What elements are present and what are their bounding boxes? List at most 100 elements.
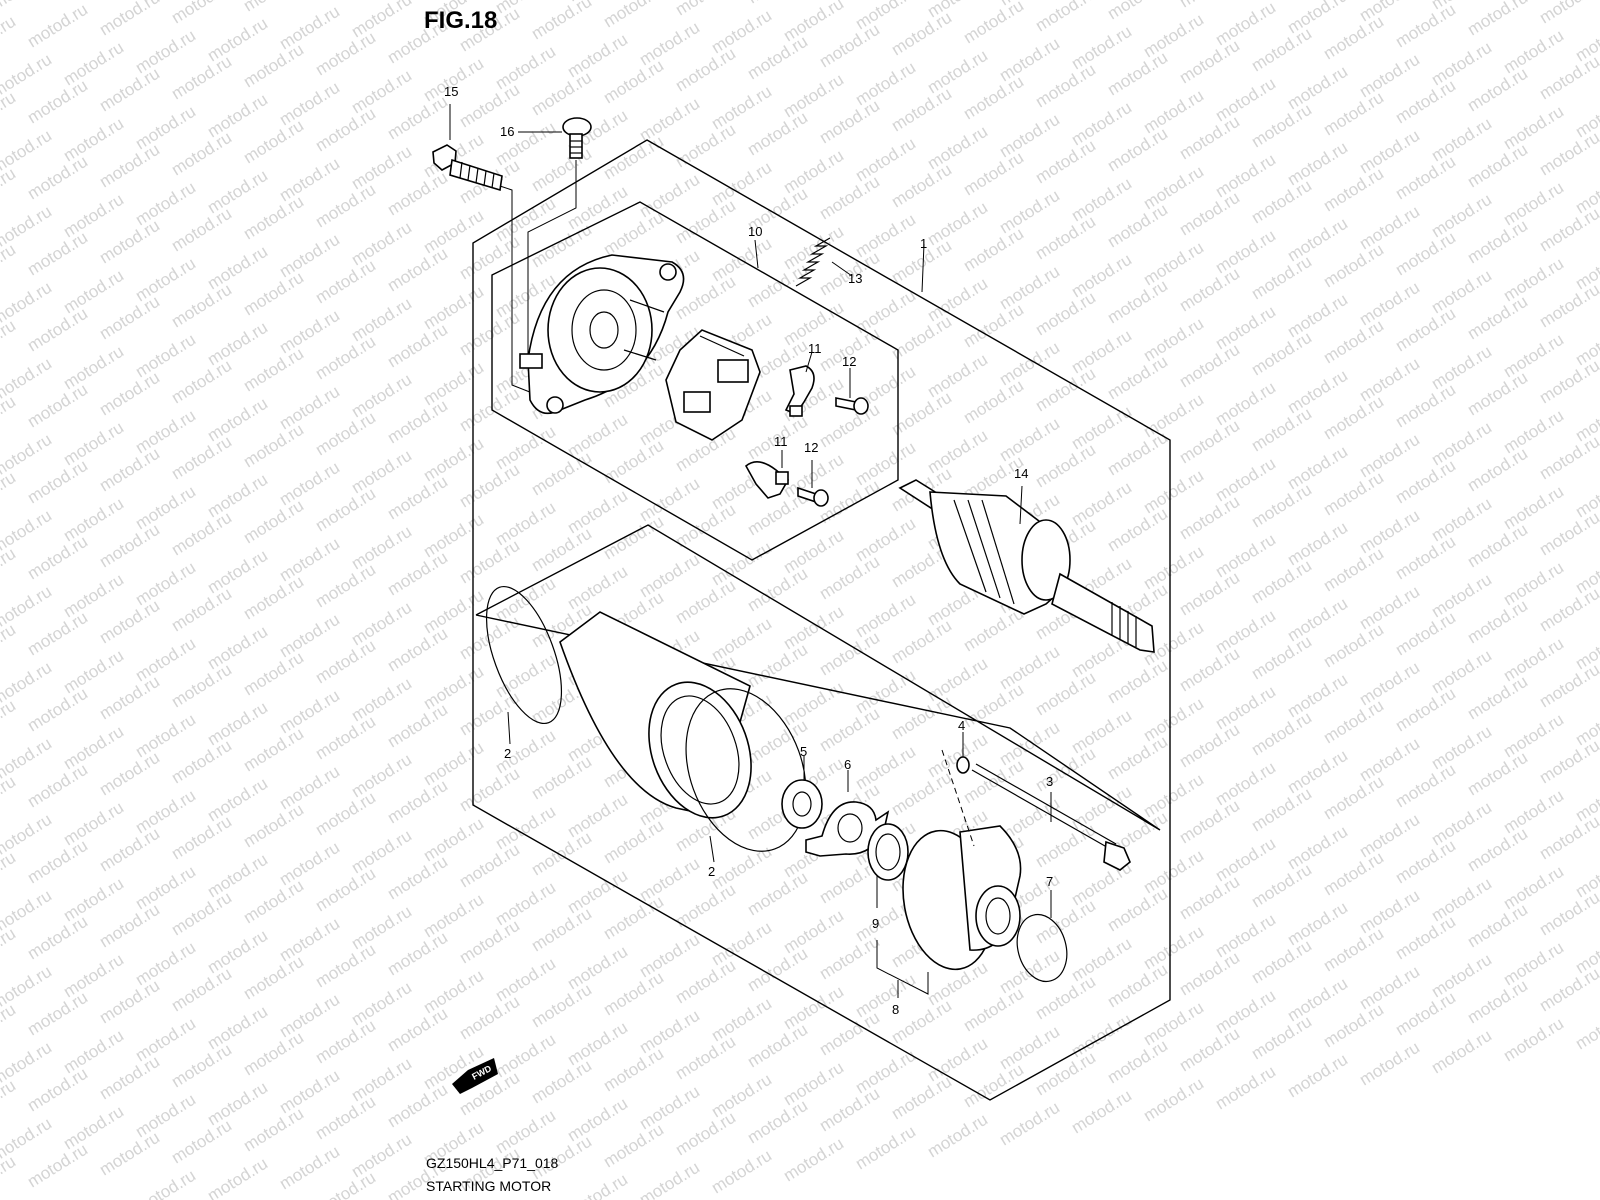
- callout-14: 14: [1014, 466, 1028, 481]
- watermark-text: motod.ru: [1392, 836, 1459, 888]
- watermark-text: motod.ru: [0, 620, 19, 672]
- watermark-text: motod.ru: [1392, 684, 1459, 736]
- watermark-text: motod.ru: [1104, 960, 1171, 1012]
- watermark-text: motod.ru: [1320, 772, 1387, 824]
- watermark-text: motod.ru: [312, 332, 379, 384]
- watermark-text: motod.ru: [24, 380, 91, 432]
- watermark-text: motod.ru: [1536, 52, 1600, 104]
- watermark-text: motod.ru: [456, 992, 523, 1044]
- watermark-text: motod.ru: [1248, 936, 1315, 988]
- watermark-text: motod.ru: [240, 116, 307, 168]
- watermark-text: motod.ru: [672, 44, 739, 96]
- watermark-text: motod.ru: [1248, 404, 1315, 456]
- callout-11-upper: 11: [808, 341, 822, 356]
- watermark-text: motod.ru: [24, 1064, 91, 1116]
- watermark-text: motod.ru: [240, 724, 307, 776]
- watermark-text: motod.ru: [1176, 644, 1243, 696]
- watermark-text: motod.ru: [1392, 988, 1459, 1040]
- watermark-text: motod.ru: [1320, 392, 1387, 444]
- watermark-text: motod.ru: [312, 0, 379, 3]
- watermark-text: motod.ru: [24, 912, 91, 964]
- watermark-text: motod.ru: [1032, 972, 1099, 1024]
- watermark-text: motod.ru: [96, 0, 163, 39]
- watermark-text: motod.ru: [1176, 264, 1243, 316]
- watermark-text: motod.ru: [384, 928, 451, 980]
- callout-6: 6: [844, 757, 851, 772]
- leader-lines: [449, 104, 1052, 998]
- watermark-text: motod.ru: [1104, 352, 1171, 404]
- watermark-text: motod.ru: [600, 208, 667, 260]
- callout-7: 7: [1046, 874, 1053, 889]
- watermark-text: motod.ru: [312, 560, 379, 612]
- watermark-text: motod.ru: [384, 472, 451, 524]
- watermark-text: motod.ru: [24, 684, 91, 736]
- watermark-text: motod.ru: [384, 396, 451, 448]
- watermark-text: motod.ru: [96, 1052, 163, 1104]
- callout-2-left: 2: [504, 746, 511, 761]
- watermark-text: motod.ru: [240, 800, 307, 852]
- watermark-text: motod.ru: [1536, 128, 1600, 180]
- watermark-text: motod.ru: [96, 824, 163, 876]
- watermark-text: motod.ru: [168, 736, 235, 788]
- watermark-text: motod.ru: [312, 1168, 379, 1200]
- watermark-text: motod.ru: [1572, 1002, 1600, 1054]
- watermark-text: motod.ru: [1176, 112, 1243, 164]
- watermark-text: motod.ru: [312, 940, 379, 992]
- callout-5: 5: [800, 744, 807, 759]
- watermark-text: motod.ru: [1536, 584, 1600, 636]
- watermark-text: motod.ru: [240, 952, 307, 1004]
- watermark-text: motod.ru: [96, 64, 163, 116]
- watermark-text: motod.ru: [0, 696, 19, 748]
- watermark-text: motod.ru: [960, 984, 1027, 1036]
- watermark-text: motod.ru: [1104, 884, 1171, 936]
- watermark-text: motod.ru: [96, 748, 163, 800]
- end-cover-10: [519, 254, 685, 415]
- watermark-text: motod.ru: [1212, 1062, 1279, 1114]
- watermark-text: motod.ru: [1392, 760, 1459, 812]
- watermark-text: motod.ru: [816, 96, 883, 148]
- watermark-text: motod.ru: [384, 320, 451, 372]
- watermark-text: motod.ru: [240, 420, 307, 472]
- callout-15: 15: [444, 84, 458, 99]
- watermark-text: motod.ru: [168, 812, 235, 864]
- watermark-text: motod.ru: [1464, 64, 1531, 116]
- watermark-text: motod.ru: [1536, 508, 1600, 560]
- watermark-text: motod.ru: [168, 1116, 235, 1168]
- watermark-text: motod.ru: [456, 688, 523, 740]
- watermark-text: motod.ru: [528, 68, 595, 120]
- watermark-text: motod.ru: [528, 980, 595, 1032]
- watermark-text: motod.ru: [1032, 288, 1099, 340]
- watermark-text: motod.ru: [816, 172, 883, 224]
- watermark-text: motod.ru: [600, 436, 667, 488]
- watermark-text: motod.ru: [1536, 964, 1600, 1016]
- watermark-text: motod.ru: [744, 32, 811, 84]
- watermark-text: motod.ru: [816, 628, 883, 680]
- assembly-frame-outer: [472, 139, 1171, 1101]
- watermark-text: motod.ru: [1248, 556, 1315, 608]
- watermark-text: motod.ru: [1248, 1012, 1315, 1064]
- watermark-text: motod.ru: [0, 544, 19, 596]
- watermark-text: motod.ru: [168, 356, 235, 408]
- watermark-text: motod.ru: [0, 88, 19, 140]
- figure-name: STARTING MOTOR: [426, 1178, 551, 1194]
- watermark-text: motod.ru: [600, 816, 667, 868]
- watermark-text: motod.ru: [1536, 888, 1600, 940]
- front-housing-8: [902, 825, 1022, 971]
- watermark-text: motod.ru: [600, 512, 667, 564]
- watermark-text: motod.ru: [456, 384, 523, 436]
- watermark-text: motod.ru: [1248, 784, 1315, 836]
- watermark-text: motod.ru: [1320, 12, 1387, 64]
- watermark-text: motod.ru: [1320, 696, 1387, 748]
- watermark-text: motod.ru: [636, 1158, 703, 1200]
- watermark-text: motod.ru: [1464, 292, 1531, 344]
- watermark-text: motod.ru: [240, 648, 307, 700]
- watermark-text: motod.ru: [456, 840, 523, 892]
- washer-4: [956, 756, 970, 774]
- watermark-text: motod.ru: [1320, 620, 1387, 672]
- watermark-text: motod.ru: [780, 1134, 847, 1186]
- watermark-text: motod.ru: [1392, 228, 1459, 280]
- watermark-text: motod.ru: [960, 72, 1027, 124]
- watermark-text: motod.ru: [1032, 364, 1099, 416]
- watermark-text: motod.ru: [1320, 544, 1387, 596]
- watermark-text: motod.ru: [1176, 796, 1243, 848]
